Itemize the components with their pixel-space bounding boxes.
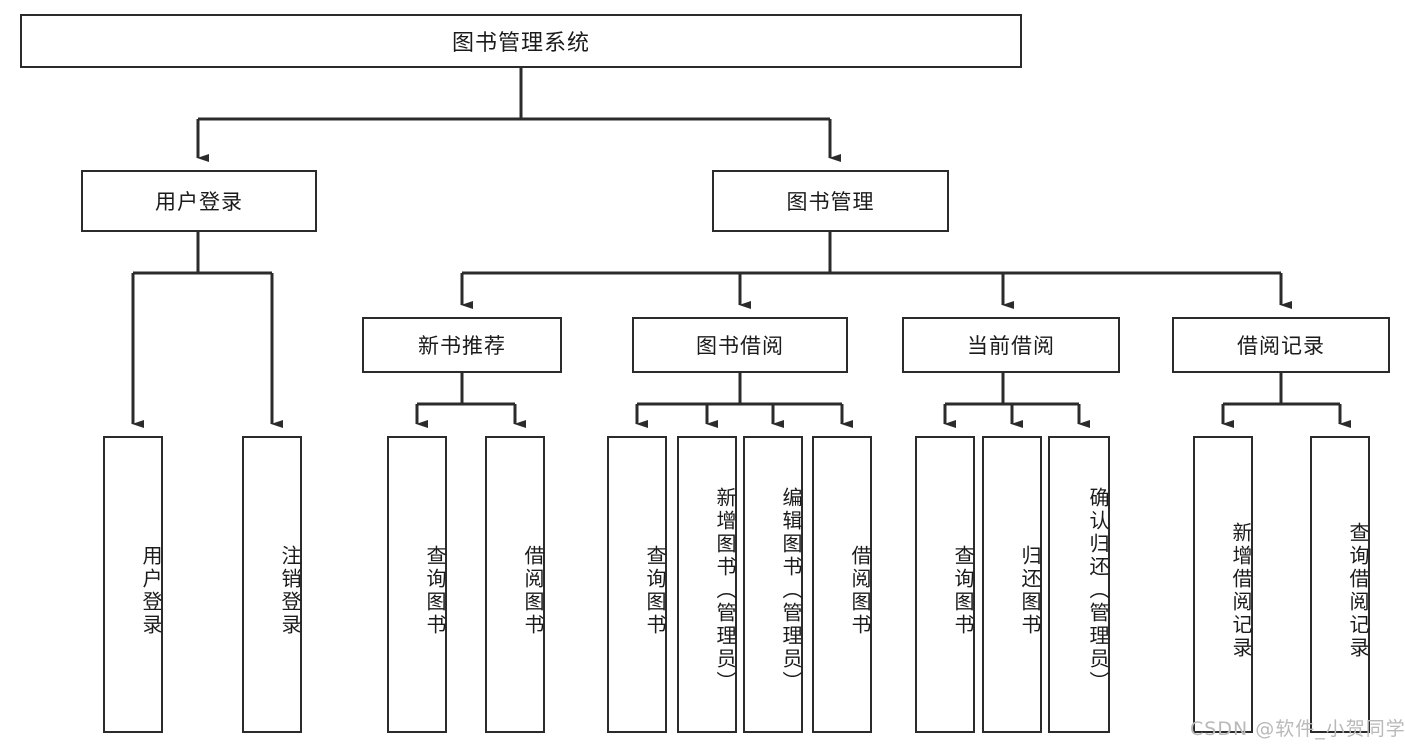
node-label: 图书借阅	[696, 334, 784, 358]
node-new-book-recommend[interactable]: 新书推荐	[362, 317, 562, 373]
node-label: 注销登录	[278, 544, 302, 637]
node-label: 借阅图书	[521, 544, 545, 637]
leaf-query-book-1[interactable]: 查询图书	[387, 436, 447, 733]
node-label: 查询图书	[643, 544, 667, 637]
leaf-user-login[interactable]: 用户登录	[103, 436, 163, 733]
node-root-system[interactable]: 图书管理系统	[20, 14, 1022, 68]
leaf-borrow-book-2[interactable]: 借阅图书	[812, 436, 872, 733]
node-label: 当前借阅	[967, 334, 1055, 358]
node-label: 查询图书	[423, 544, 447, 637]
leaf-add-record[interactable]: 新增借阅记录	[1193, 436, 1253, 733]
node-label: 用户登录	[155, 190, 243, 214]
leaf-edit-book[interactable]: 编辑图书（管理员）	[743, 436, 803, 733]
leaf-query-book-3[interactable]: 查询图书	[915, 436, 975, 733]
leaf-logout-login[interactable]: 注销登录	[242, 436, 302, 733]
node-label: 新书推荐	[418, 334, 506, 358]
node-label: 图书管理	[786, 190, 875, 214]
node-book-manage[interactable]: 图书管理	[712, 170, 949, 232]
node-label: 确认归还（管理员）	[1086, 487, 1110, 694]
node-label: 查询借阅记录	[1346, 521, 1370, 660]
leaf-confirm-return[interactable]: 确认归还（管理员）	[1048, 436, 1110, 733]
leaf-return-book[interactable]: 归还图书	[982, 436, 1042, 733]
node-book-borrow[interactable]: 图书借阅	[632, 317, 848, 373]
node-user-login[interactable]: 用户登录	[81, 170, 317, 232]
node-label: 图书管理系统	[451, 31, 590, 56]
leaf-query-book-2[interactable]: 查询图书	[607, 436, 667, 733]
leaf-borrow-book-1[interactable]: 借阅图书	[485, 436, 545, 733]
node-label: 查询图书	[951, 544, 975, 637]
node-label: 归还图书	[1018, 544, 1042, 637]
leaf-query-record[interactable]: 查询借阅记录	[1310, 436, 1370, 733]
node-label: 新增图书（管理员）	[713, 487, 737, 694]
node-current-borrow[interactable]: 当前借阅	[902, 317, 1120, 373]
leaf-add-book[interactable]: 新增图书（管理员）	[677, 436, 737, 733]
node-label: 借阅图书	[848, 544, 872, 637]
node-label: 借阅记录	[1237, 334, 1325, 358]
node-borrow-record[interactable]: 借阅记录	[1172, 317, 1390, 373]
node-label: 新增借阅记录	[1229, 521, 1253, 660]
node-label: 用户登录	[139, 544, 163, 637]
node-label: 编辑图书（管理员）	[779, 487, 803, 694]
